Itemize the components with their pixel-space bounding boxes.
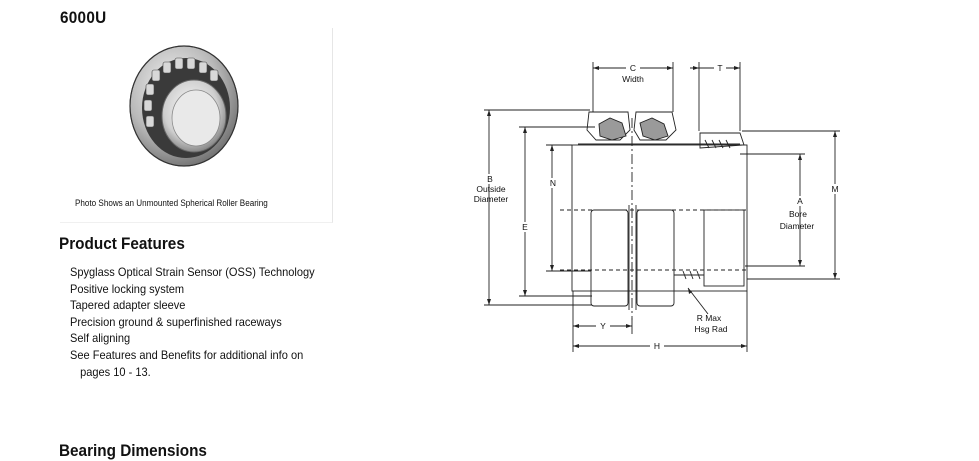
- model-title: 6000U: [60, 8, 107, 27]
- feature-item: Spyglass Optical Strain Sensor (OSS) Tec…: [70, 265, 315, 279]
- label-c-width: Width: [622, 74, 644, 84]
- label-b-outside: Outside: [476, 184, 506, 194]
- label-h: H: [654, 341, 660, 351]
- feature-item: Precision ground & superfinished raceway…: [70, 314, 282, 329]
- lock-nut: [699, 132, 745, 149]
- housing-left-block: [590, 209, 629, 307]
- label-r-hsg-rad: Hsg Rad: [694, 324, 727, 334]
- label-t: T: [717, 63, 722, 73]
- label-c: C: [630, 63, 636, 73]
- feature-item-continuation: pages 10 - 13.: [80, 364, 151, 379]
- housing-outline: [571, 144, 748, 292]
- label-b-diameter: Diameter: [474, 194, 509, 204]
- label-a-bore: Bore: [789, 209, 807, 219]
- bearing-photo: [129, 45, 239, 167]
- roller-left: [598, 117, 627, 141]
- photo-caption: Photo Shows an Unmounted Spherical Rolle…: [75, 198, 268, 208]
- feature-item: Tapered adapter sleeve: [70, 298, 186, 313]
- label-b: B: [487, 174, 493, 184]
- features-list: Spyglass Optical Strain Sensor (OSS) Tec…: [70, 264, 315, 380]
- features-heading: Product Features: [59, 234, 185, 253]
- roller-right: [639, 117, 669, 141]
- feature-item: Self aligning: [70, 331, 131, 346]
- thread-marks: [674, 270, 704, 280]
- feature-item: See Features and Benefits for additional…: [70, 347, 304, 362]
- locking-collar: [703, 209, 745, 287]
- label-a-diameter: Diameter: [780, 221, 815, 231]
- label-a: A: [797, 196, 803, 206]
- label-y: Y: [600, 321, 606, 331]
- label-e: E: [522, 222, 528, 232]
- label-m: M: [831, 184, 838, 194]
- bearing-section-left: [586, 111, 631, 141]
- label-r-max: R Max: [697, 313, 722, 323]
- label-n: N: [550, 178, 556, 188]
- product-photo-panel: [60, 28, 333, 223]
- nut-threads: [704, 139, 731, 149]
- feature-item: Positive locking system: [70, 281, 185, 296]
- dimensions-heading: Bearing Dimensions: [59, 441, 207, 460]
- housing-right-block: [636, 209, 675, 307]
- bearing-section-right: [633, 111, 677, 141]
- dimension-arrows: [487, 66, 837, 348]
